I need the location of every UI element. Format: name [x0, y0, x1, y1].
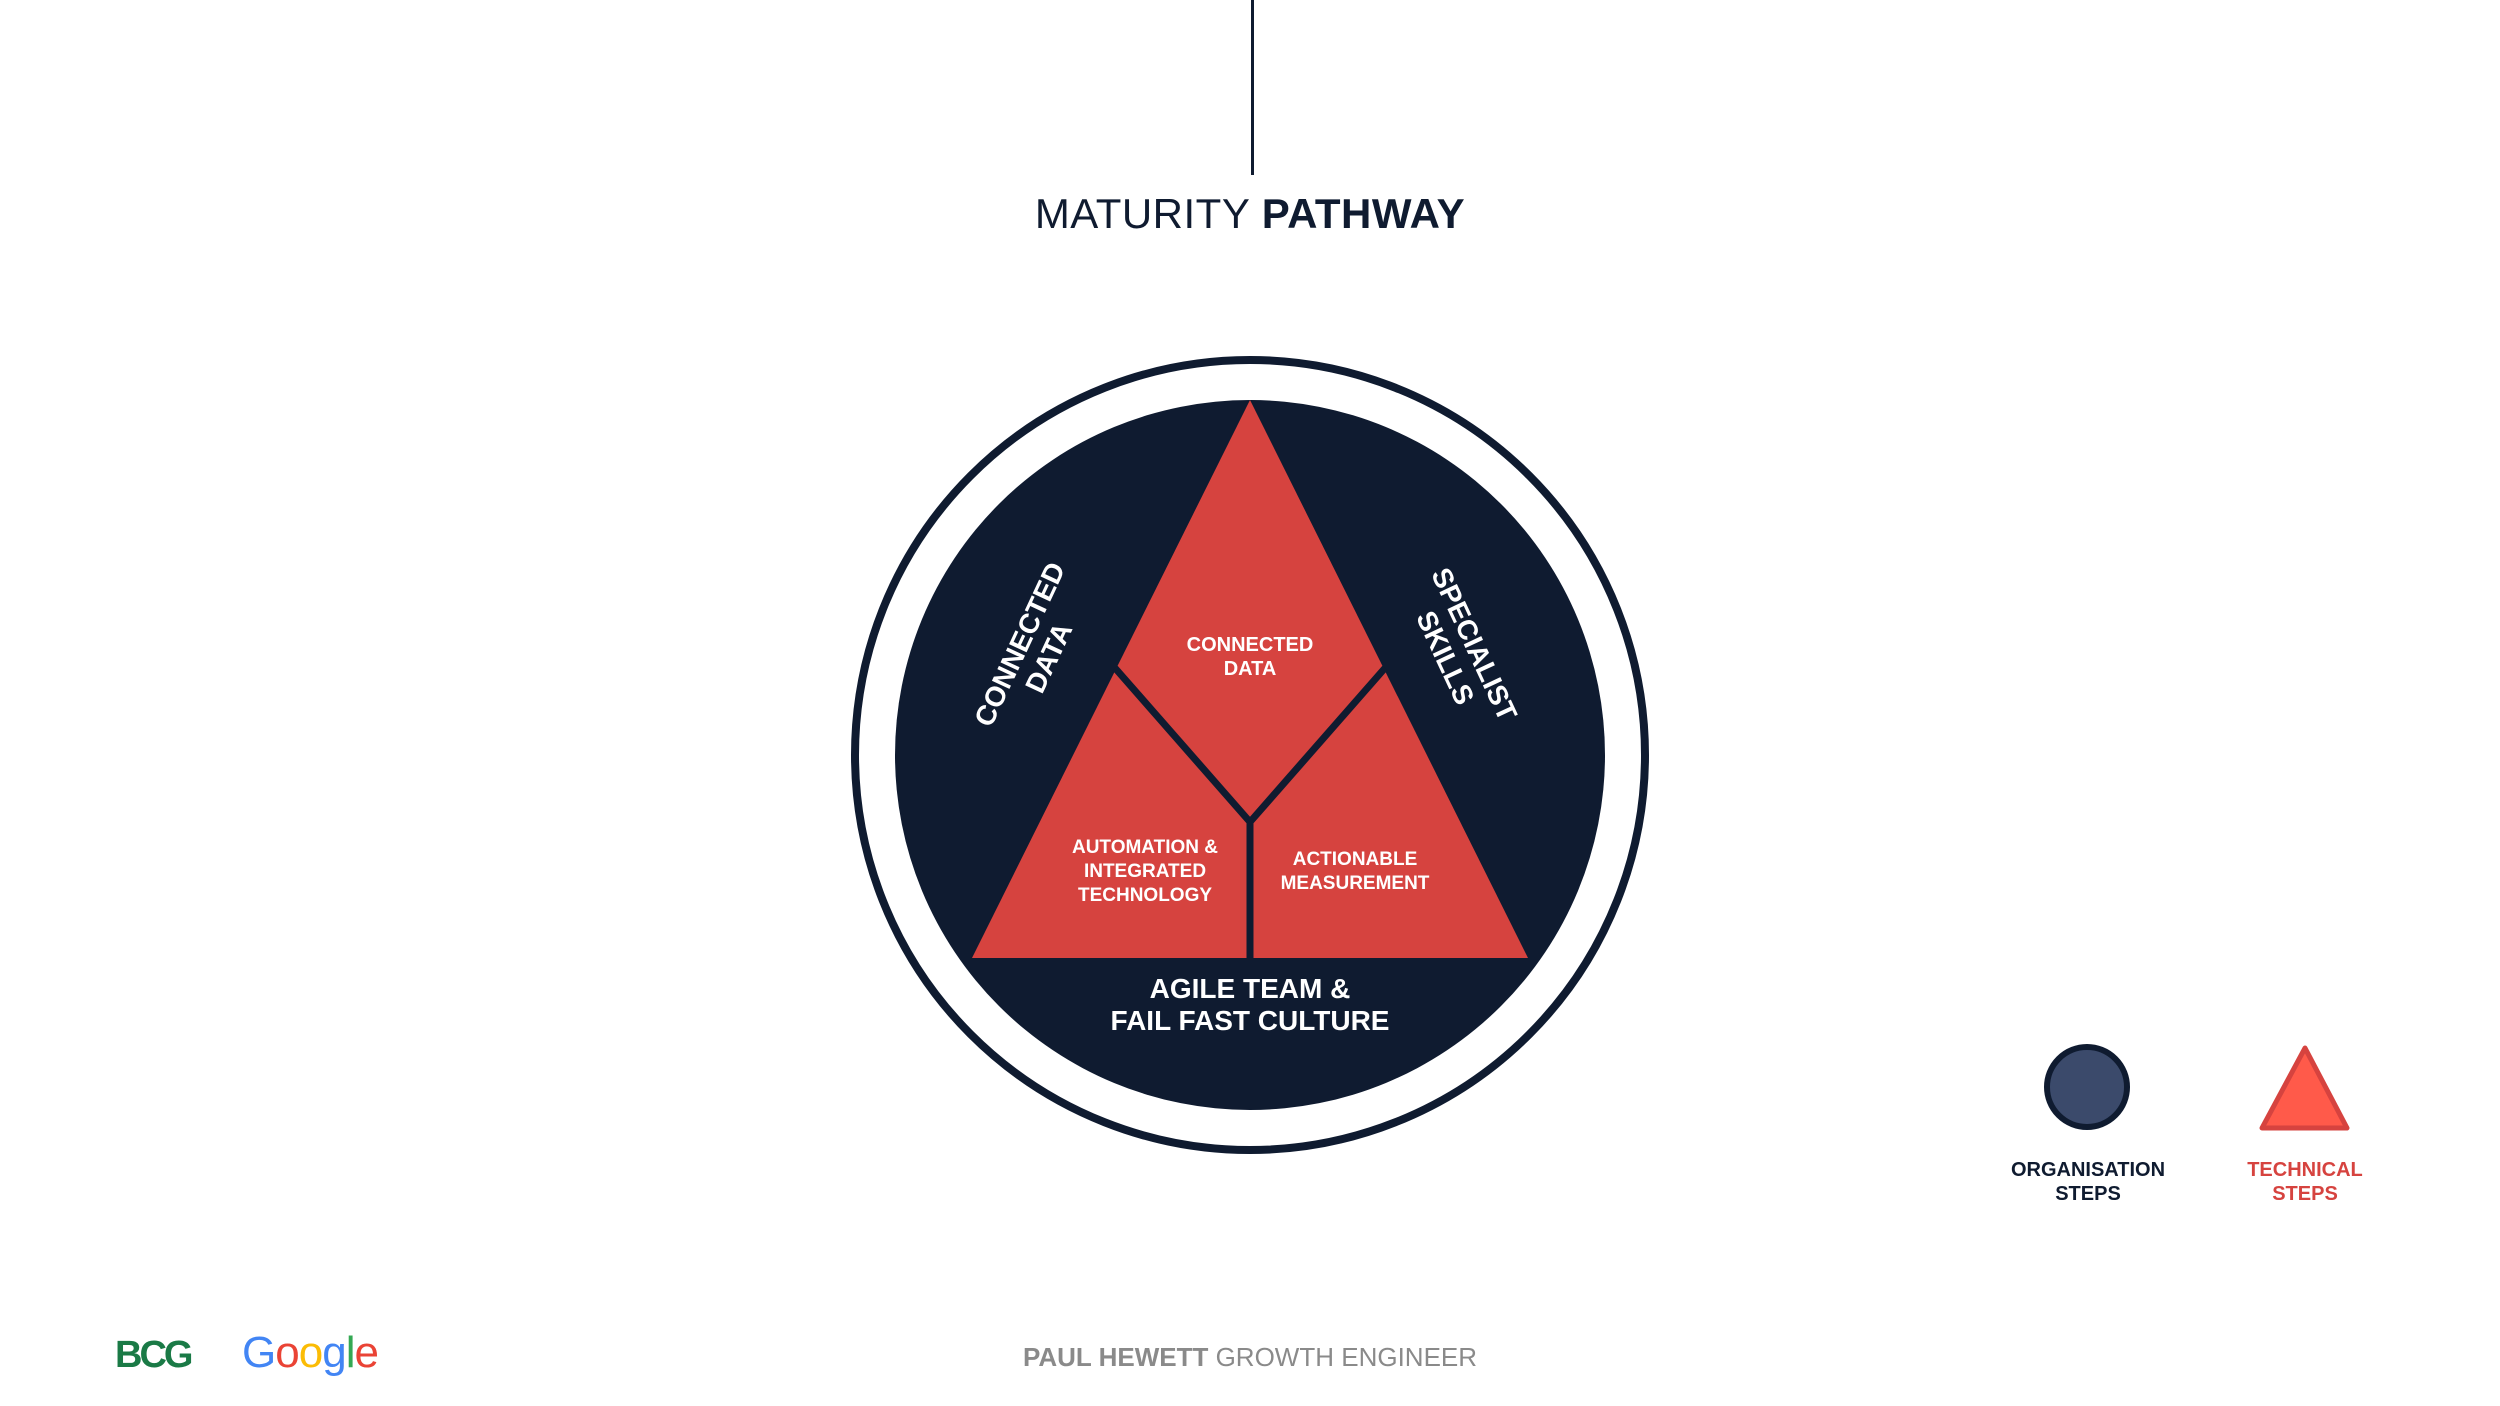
inner-bl-line-3: TECHNOLOGY	[1078, 885, 1212, 906]
google-logo-letter: o	[298, 1328, 324, 1377]
circle-icon	[2044, 1044, 2130, 1130]
outer-bottom-line-2: FAIL FAST CULTURE	[1111, 1005, 1390, 1036]
inner-bl-line-2: INTEGRATED	[1084, 861, 1206, 882]
google-logo-letter: g	[322, 1328, 347, 1377]
google-logo-letter: G	[242, 1328, 276, 1377]
triangle-icon	[2259, 1045, 2350, 1131]
google-logo-letter: e	[354, 1328, 379, 1377]
technical-triangle	[972, 400, 1528, 958]
page-title: MATURITY PATHWAY	[0, 190, 2500, 238]
inner-br-line-2: MEASUREMENT	[1281, 873, 1430, 894]
google-logo-letter: l	[345, 1328, 356, 1377]
segment-label-actionable-measurement: ACTIONABLE MEASUREMENT	[1281, 849, 1430, 894]
footer-name: PAUL HEWETT	[1022, 1342, 1209, 1372]
top-divider-line	[1251, 0, 1254, 175]
segment-label-automation: AUTOMATION & INTEGRATED TECHNOLOGY	[1072, 837, 1218, 906]
footer-credit: PAUL HEWETT GROWTH ENGINEER	[0, 1342, 2500, 1373]
triangle-dividers	[1112, 665, 1388, 958]
legend-organisation-label: ORGANISATION STEPS	[2010, 1159, 2166, 1205]
bcg-logo: BCG	[115, 1334, 193, 1376]
title-light: MATURITY	[1034, 190, 1250, 237]
title-bold: PATHWAY	[1261, 190, 1466, 237]
inner-top-line-2: DATA	[1224, 658, 1277, 680]
footer-role: GROWTH ENGINEER	[1215, 1342, 1478, 1372]
inner-top-line-1: CONNECTED	[1187, 634, 1314, 656]
google-logo-letter: o	[275, 1328, 300, 1377]
segment-label-agile-team: AGILE TEAM & FAIL FAST CULTURE	[1111, 973, 1390, 1036]
inner-bl-line-1: AUTOMATION &	[1072, 837, 1218, 858]
google-logo: Google	[242, 1328, 379, 1378]
outer-bottom-line-1: AGILE TEAM &	[1150, 973, 1351, 1004]
legend-technical-label: TECHNICAL STEPS	[2247, 1159, 2363, 1205]
segment-label-connected-data-inner: CONNECTED DATA	[1187, 634, 1314, 680]
inner-br-line-1: ACTIONABLE	[1293, 849, 1418, 870]
